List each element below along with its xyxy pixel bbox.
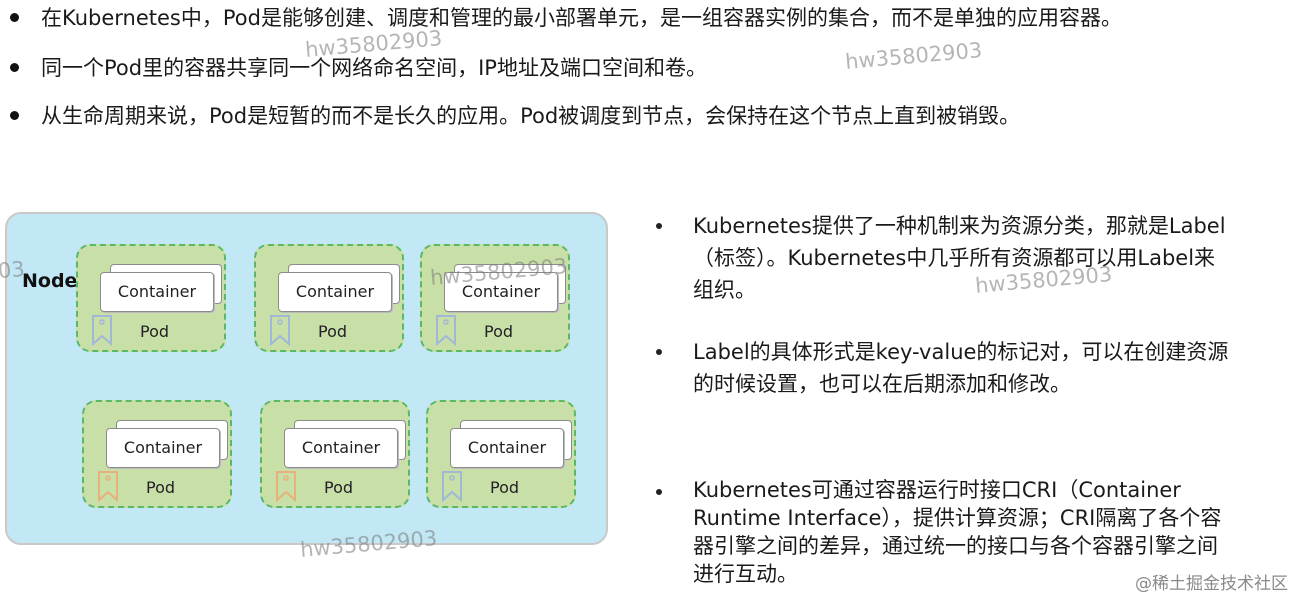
label-tag-icon [436, 315, 456, 346]
watermark: hw35802903 [844, 38, 984, 74]
pod-label: Pod [140, 322, 170, 341]
container-box: Container [444, 272, 558, 312]
label-tag-icon [442, 471, 462, 502]
watermark: 03 [0, 256, 26, 284]
label-tag-icon [98, 471, 118, 502]
top-bullet: 在Kubernetes中，Pod是能够创建、调度和管理的最小部署单元，是一组容器… [10, 4, 1122, 32]
pod-label: Pod [490, 478, 520, 497]
container-box: Container [284, 428, 398, 468]
pod-label: Pod [146, 478, 176, 497]
container-box: Container [278, 272, 392, 312]
label-tag-icon [276, 471, 296, 502]
node-label: Node [22, 270, 78, 292]
label-tag-icon [270, 315, 290, 346]
pod-label: Pod [324, 478, 354, 497]
corner-watermark: @稀土掘金技术社区 [1135, 574, 1288, 594]
container-box: Container [106, 428, 220, 468]
pod-label: Pod [318, 322, 348, 341]
label-tag-icon [92, 315, 112, 346]
pod-label: Pod [484, 322, 514, 341]
container-box: Container [450, 428, 564, 468]
top-bullet: 同一个Pod里的容器共享同一个网络命名空间，IP地址及端口空间和卷。 [10, 54, 707, 82]
top-bullet: 从生命周期来说，Pod是短暂的而不是长久的应用。Pod被调度到节点，会保持在这个… [10, 102, 1020, 130]
container-box: Container [100, 272, 214, 312]
